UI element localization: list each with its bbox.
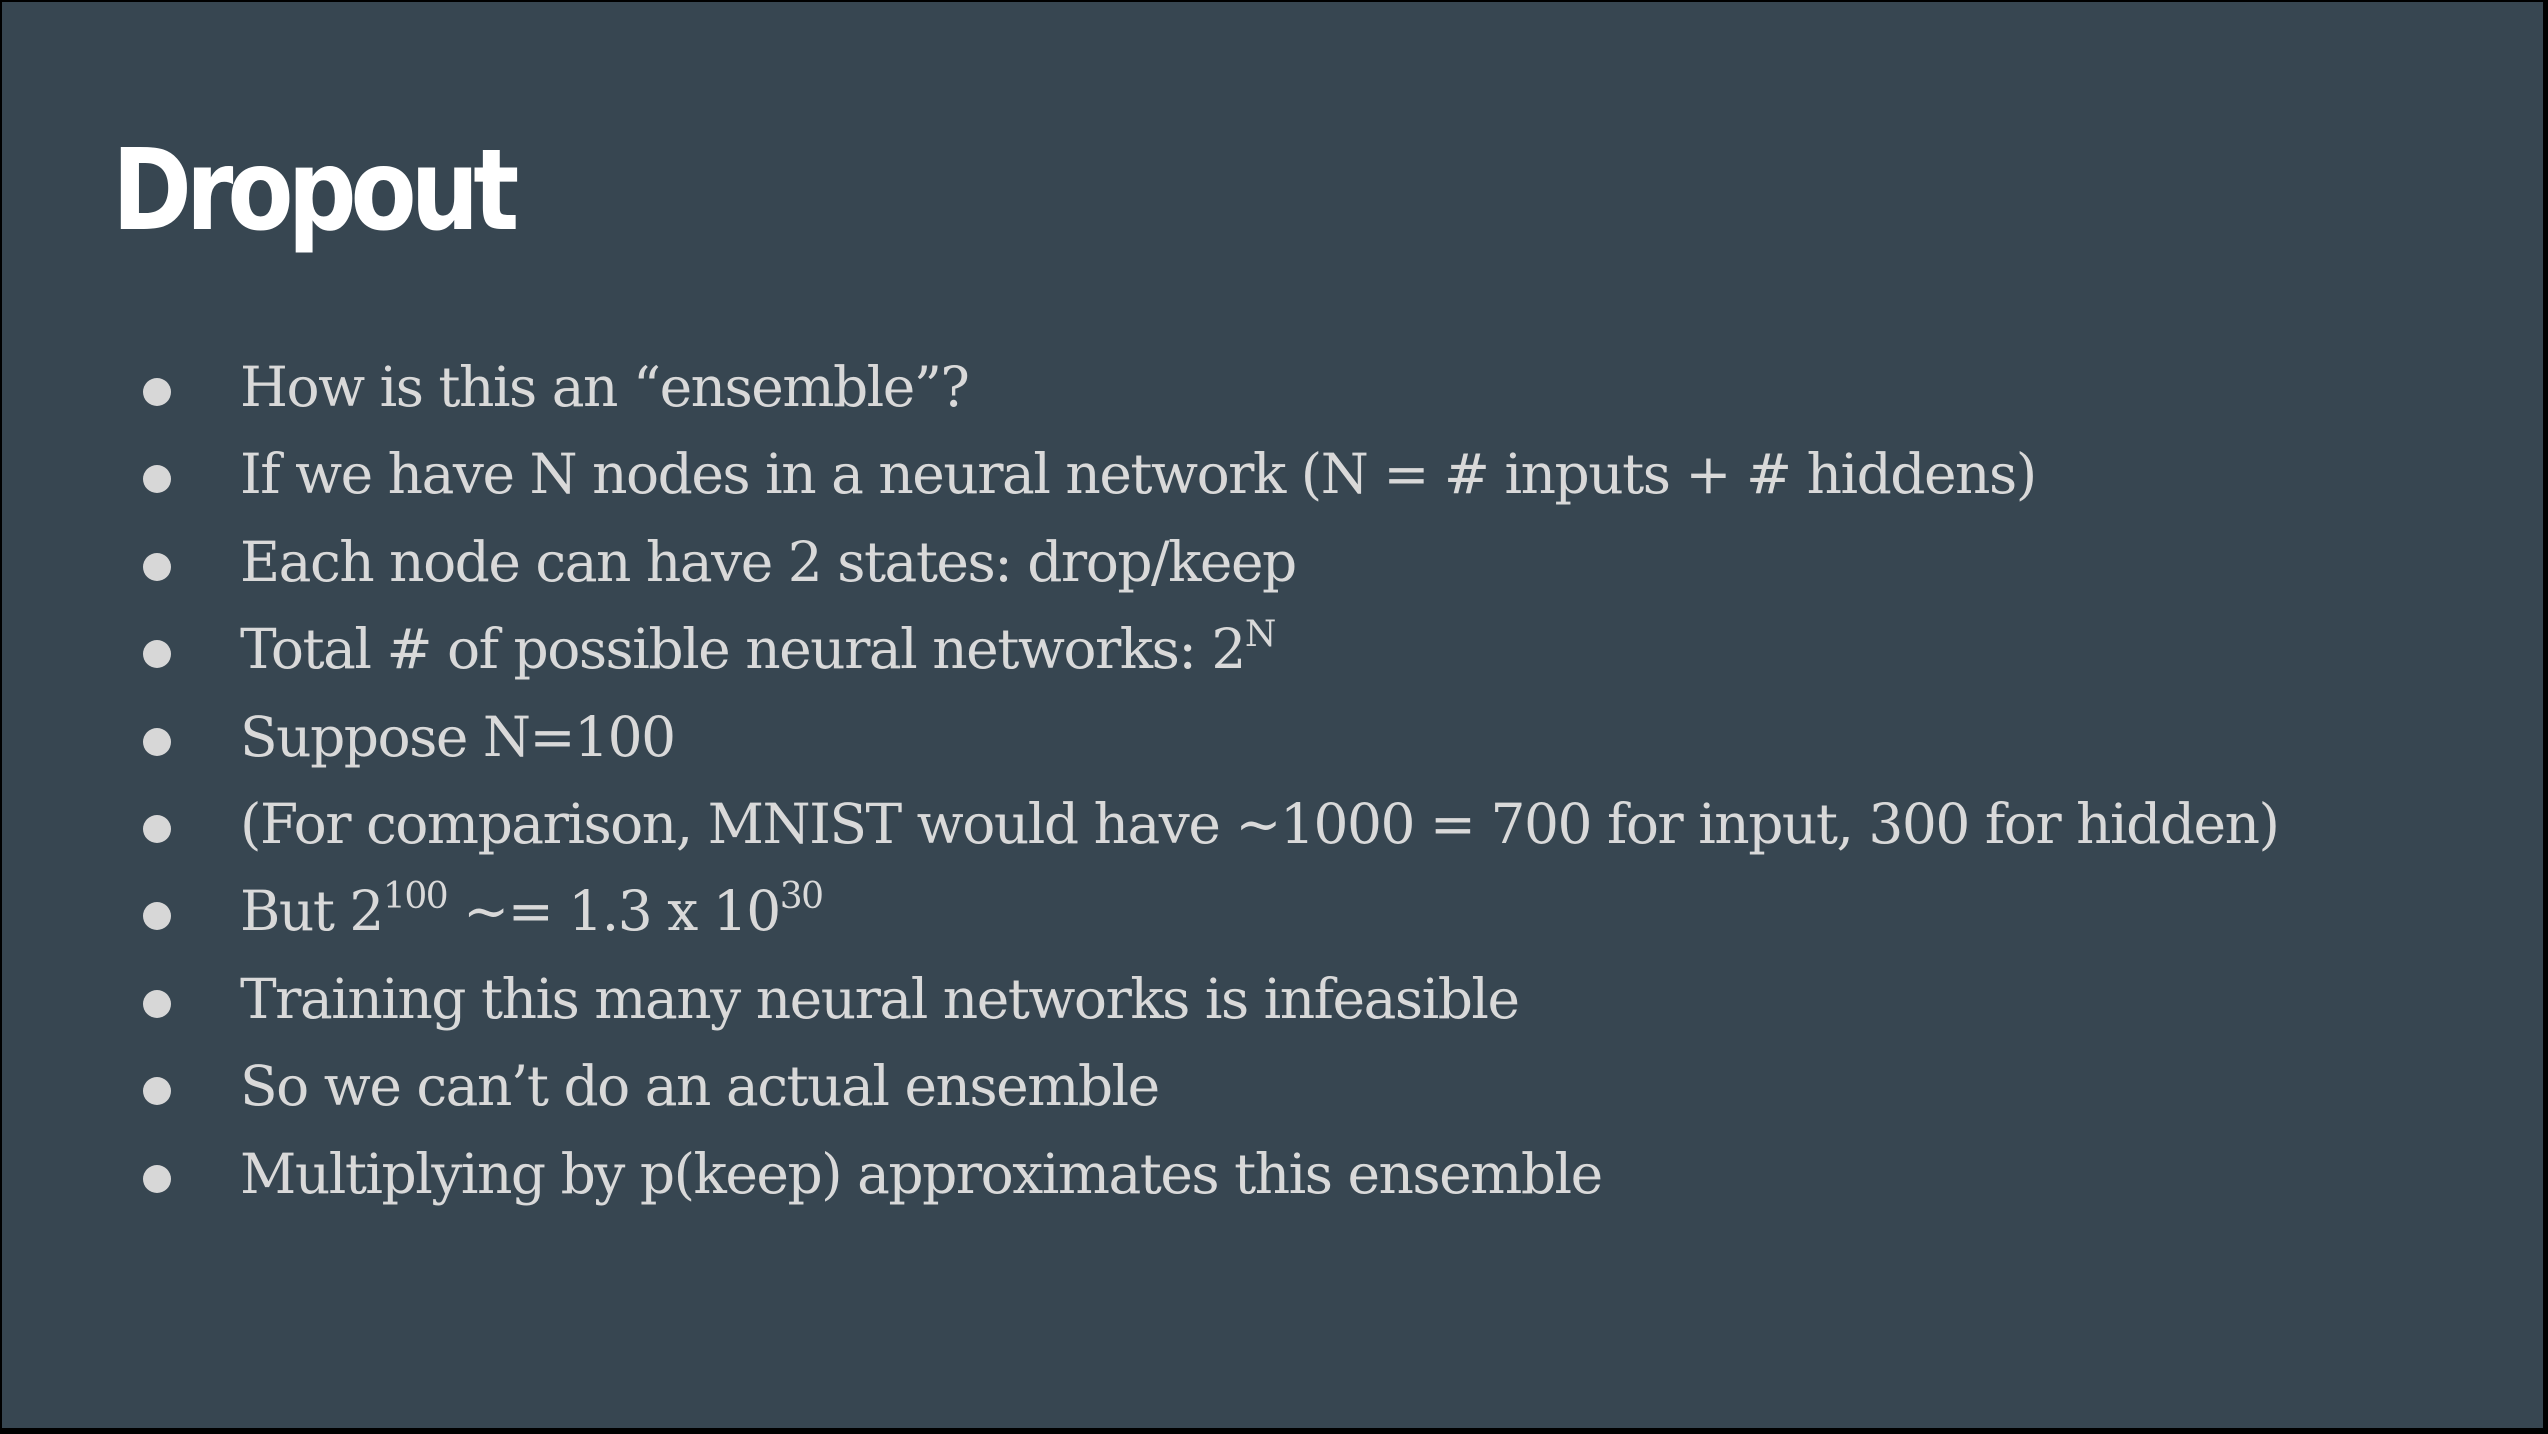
bullet-text: Total # of possible neural networks: 2N xyxy=(240,606,1277,700)
bullet-dot-icon xyxy=(143,378,171,406)
bullet-dot-icon xyxy=(143,1077,171,1106)
bullet-text-part: ~= 1.3 x 10 xyxy=(447,879,781,944)
superscript: N xyxy=(1244,614,1277,656)
bullet-text: How is this an “ensemble”? xyxy=(240,355,970,419)
bullet-text: Training this many neural networks is in… xyxy=(240,966,1520,1031)
slide-title: Dropout xyxy=(112,126,519,256)
bullet-dot-icon xyxy=(143,640,171,669)
bullet-dot-icon xyxy=(143,552,171,581)
bullet-dot-icon xyxy=(143,1164,171,1193)
bullet-dot-icon xyxy=(143,814,171,843)
bullet-text: Each node can have 2 states: drop/keep xyxy=(240,529,1297,594)
bullet-text: Suppose N=100 xyxy=(240,704,676,769)
bullet-text: So we can’t do an actual ensemble xyxy=(240,1054,1160,1119)
bullet-text: But 2100 ~= 1.3 x 1030 xyxy=(240,868,824,962)
bullet-text: If we have N nodes in a neural network (… xyxy=(240,442,2037,507)
bullet-text: Multiplying by p(keep) approximates this… xyxy=(240,1141,1603,1206)
bullet-dot-icon xyxy=(143,465,171,494)
bullet-dot-icon xyxy=(143,727,171,756)
superscript: 100 xyxy=(382,876,449,918)
superscript: 30 xyxy=(779,876,824,918)
bullet-text: (For comparison, MNIST would have ~1000 … xyxy=(240,791,2280,856)
bullet-text-part: But 2 xyxy=(240,879,384,944)
bullet-dot-icon xyxy=(143,989,171,1018)
bullet-dot-icon xyxy=(143,902,171,931)
bullet-text-main: Total # of possible neural networks: 2 xyxy=(240,617,1246,682)
